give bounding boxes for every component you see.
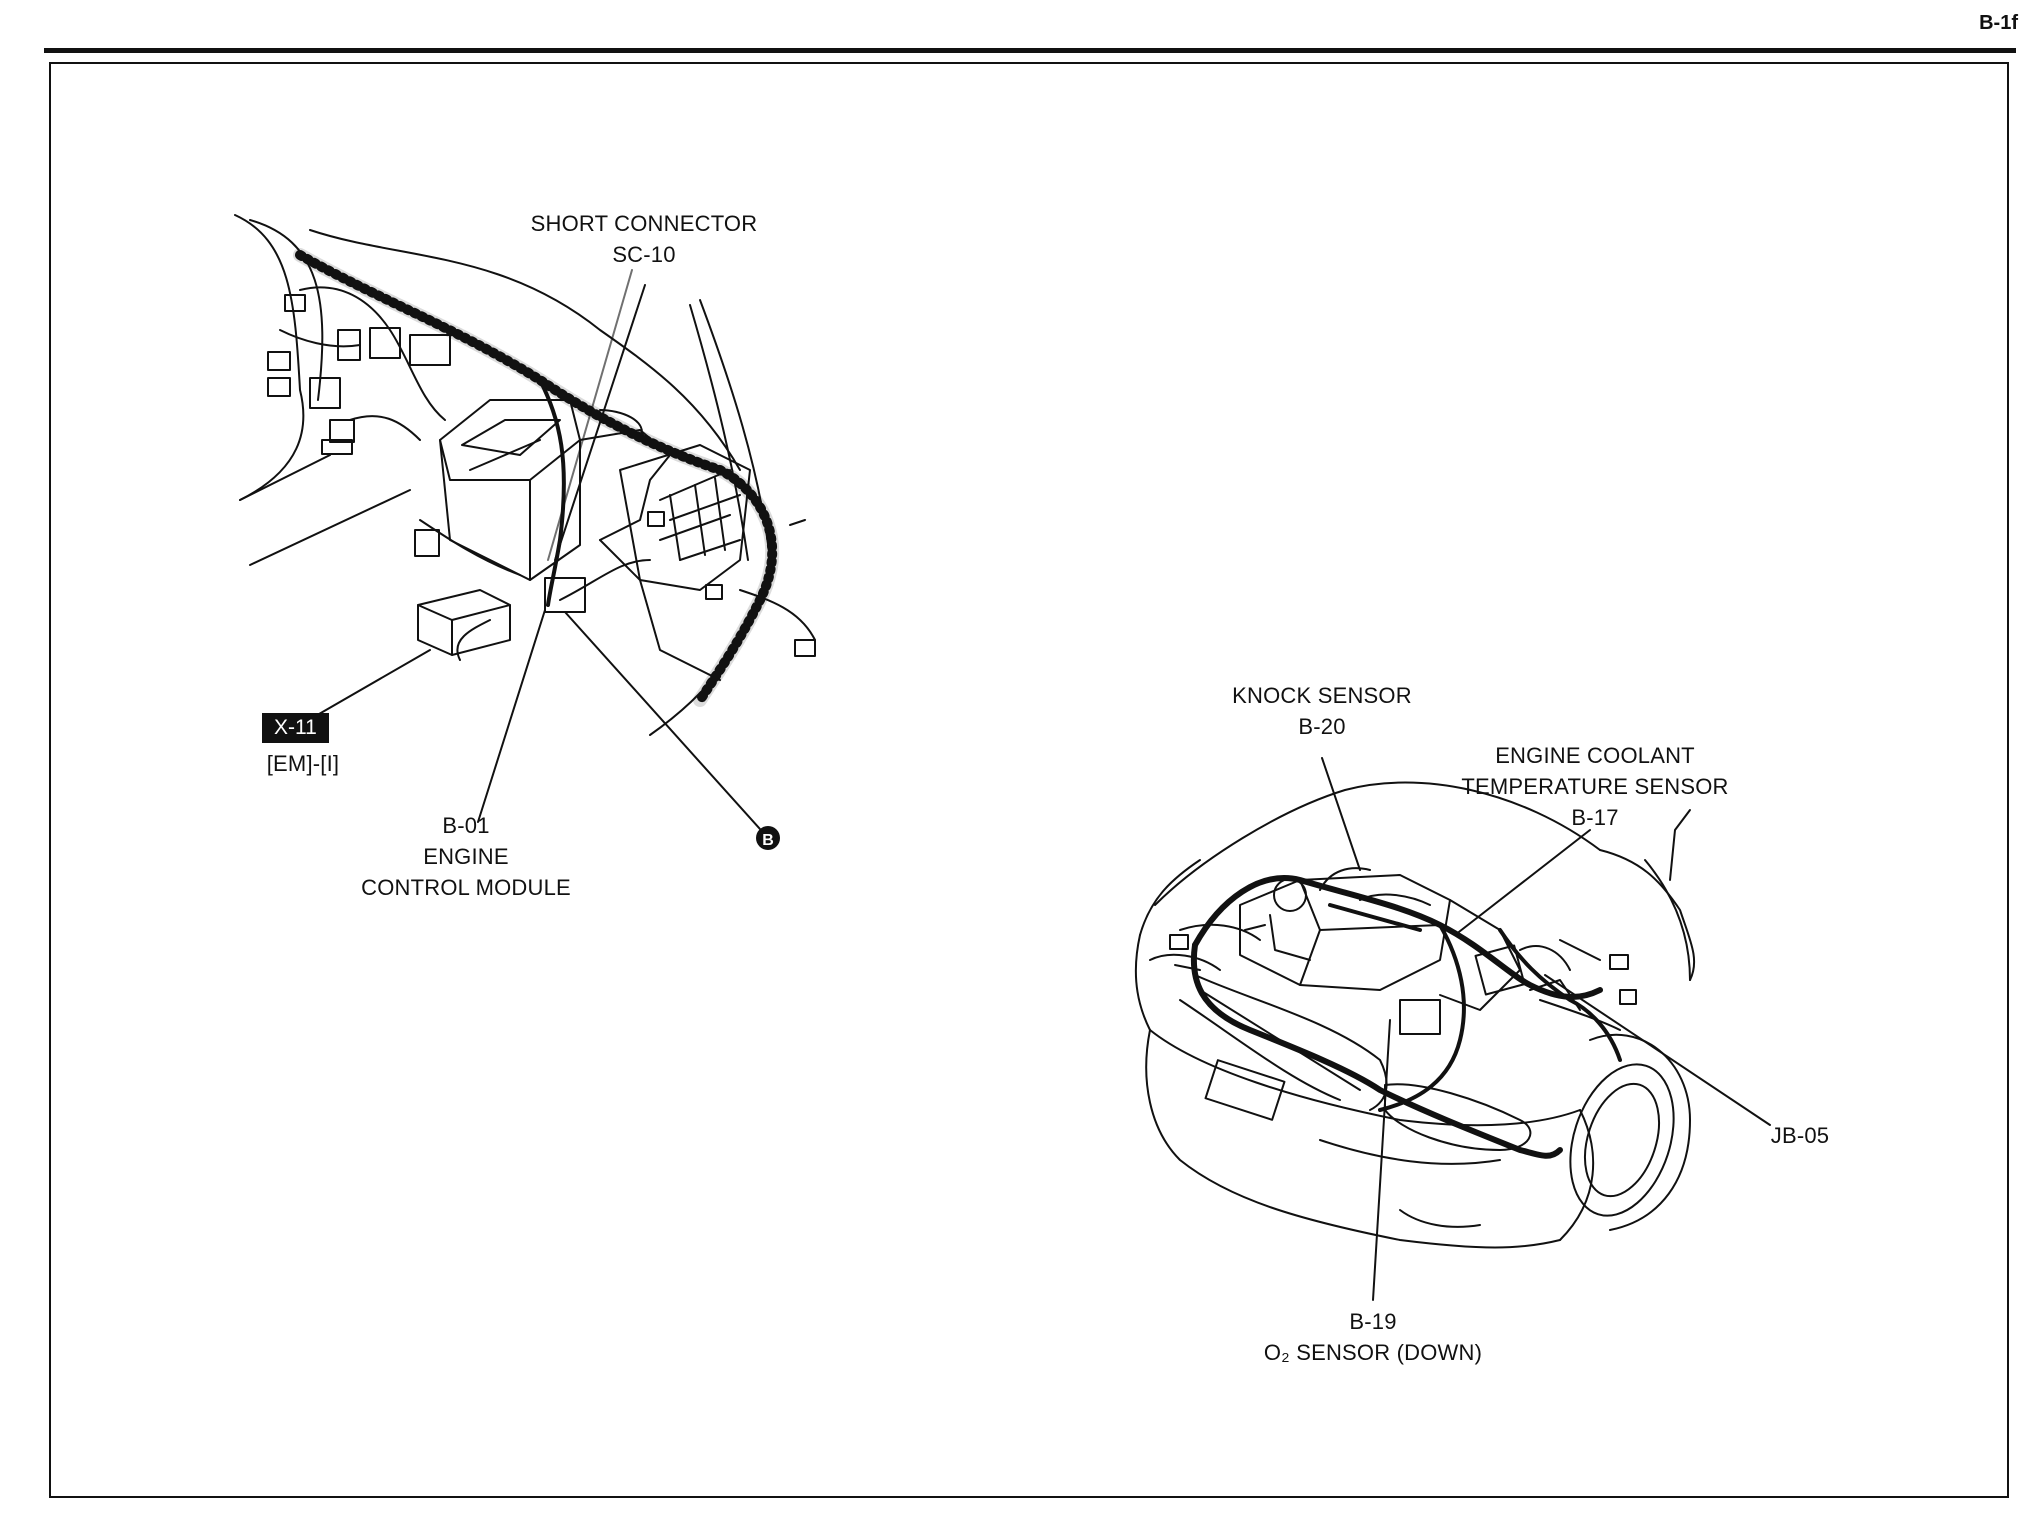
dashboard-drawing xyxy=(234,214,816,736)
ecm-label: B-01 ENGINE CONTROL MODULE xyxy=(348,810,584,903)
coolant-sensor-title-2: TEMPERATURE SENSOR xyxy=(1461,774,1729,799)
x11-ref: [EM]-[I] xyxy=(266,751,340,776)
knock-sensor-title: KNOCK SENSOR xyxy=(1232,683,1412,708)
header-rule xyxy=(44,48,2016,53)
short-connector-title: SHORT CONNECTOR xyxy=(530,211,758,236)
page-id: B-1f xyxy=(1979,12,2018,34)
short-connector-label: SHORT CONNECTOR SC-10 xyxy=(518,208,770,270)
jb05-label: JB-05 xyxy=(1770,1123,1830,1148)
marker-b-glyph: B xyxy=(762,832,774,849)
coolant-sensor-label: ENGINE COOLANT TEMPERATURE SENSOR B-17 xyxy=(1440,740,1750,833)
coolant-sensor-title-1: ENGINE COOLANT xyxy=(1495,743,1695,768)
o2-sensor-title: O₂ SENSOR (DOWN) xyxy=(1263,1340,1483,1365)
knock-sensor-label: KNOCK SENSOR B-20 xyxy=(1218,680,1426,742)
main-harness-left xyxy=(295,250,778,705)
o2-sensor-code: B-19 xyxy=(1349,1309,1397,1334)
ecm-title-1: ENGINE xyxy=(423,844,509,869)
ecm-code: B-01 xyxy=(442,813,490,838)
ecm-title-2: CONTROL MODULE xyxy=(361,875,571,900)
o2-sensor-label: B-19 O₂ SENSOR (DOWN) xyxy=(1240,1306,1506,1368)
coolant-sensor-code: B-17 xyxy=(1571,805,1619,830)
diagram-frame xyxy=(49,62,2009,1498)
short-connector-code: SC-10 xyxy=(612,242,676,267)
knock-sensor-code: B-20 xyxy=(1298,714,1346,739)
x11-tag: X-11 xyxy=(262,713,329,743)
marker-b-circle xyxy=(756,826,780,850)
